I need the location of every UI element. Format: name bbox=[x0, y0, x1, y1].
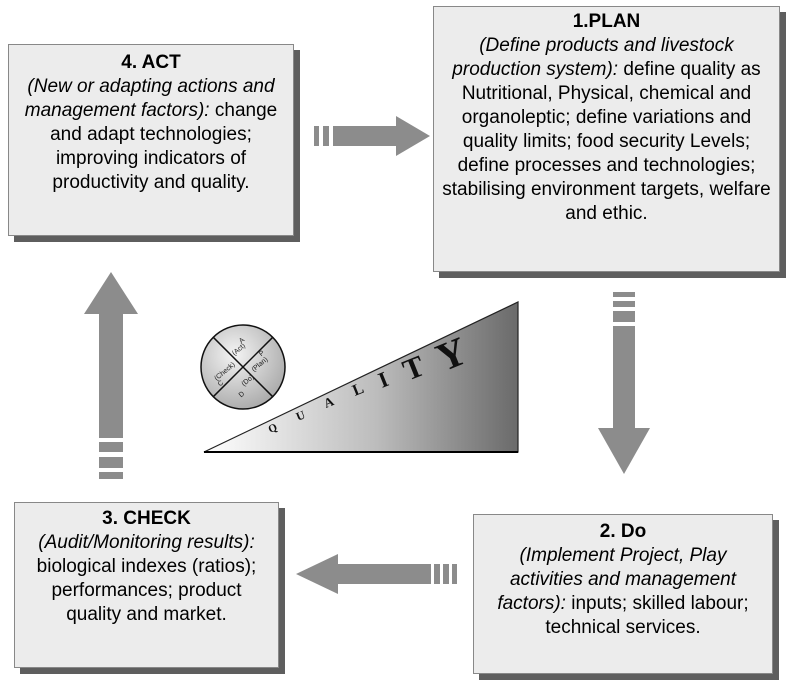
do-subtitle: (Implement Project, Play activities and … bbox=[497, 545, 736, 614]
act-subtitle: (New or adapting actions and management … bbox=[24, 76, 275, 121]
plan-title: 1.PLAN bbox=[572, 11, 641, 32]
act-title: 4. ACT bbox=[121, 52, 181, 73]
arrow-check-to-act bbox=[84, 272, 138, 479]
check-body: biological indexes (ratios); performance… bbox=[36, 556, 257, 625]
arrow-do-to-check bbox=[296, 554, 457, 594]
arrow-plan-to-do bbox=[598, 292, 650, 474]
act-body: change and adapt technologies; improving… bbox=[50, 100, 278, 193]
pdca-wheel: A (Act) P (Plan) (Do) D (Check) C bbox=[200, 324, 286, 410]
wheel-letter-a: A bbox=[238, 336, 246, 345]
act-box: 4. ACT (New or adapting actions and mana… bbox=[8, 44, 294, 236]
do-body: inputs; skilled labour; technical servic… bbox=[545, 593, 749, 638]
plan-body: define quality as Nutritional, Physical,… bbox=[442, 59, 771, 224]
check-box: 3. CHECK (Audit/Monitoring results): bio… bbox=[14, 502, 279, 668]
arrows bbox=[84, 116, 650, 594]
arrow-act-to-plan bbox=[314, 116, 430, 156]
plan-subtitle: (Define products and livestock productio… bbox=[452, 35, 734, 80]
do-box: 2. Do (Implement Project, Play activitie… bbox=[473, 514, 773, 674]
check-subtitle: (Audit/Monitoring results): bbox=[38, 532, 255, 553]
plan-box: 1.PLAN (Define products and livestock pr… bbox=[433, 6, 780, 272]
quality-ramp: Q U A L I T Y bbox=[203, 301, 519, 453]
wheel-letter-d: D bbox=[238, 391, 246, 400]
check-title: 3. CHECK bbox=[102, 508, 191, 529]
wheel-letter-c: C bbox=[217, 380, 225, 389]
do-title: 2. Do bbox=[599, 521, 647, 542]
wheel-letter-p: P bbox=[258, 349, 266, 358]
